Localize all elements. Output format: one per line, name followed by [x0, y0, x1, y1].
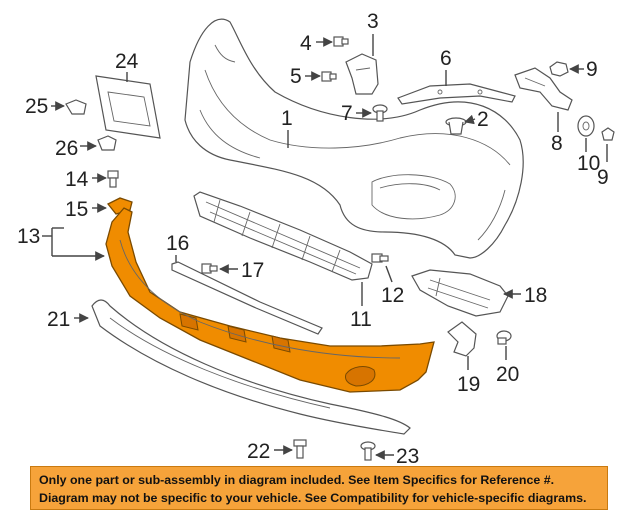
disclaimer-line-2: Diagram may not be specific to your vehi… — [39, 491, 587, 505]
leader-2 — [464, 114, 476, 125]
callout-13: 13 — [17, 225, 40, 248]
clip-part-25 — [65, 99, 87, 115]
callout-22: 22 — [247, 440, 270, 463]
callout-16: 16 — [166, 232, 189, 255]
callout-14: 14 — [65, 168, 89, 191]
side-bracket-part-6 — [397, 83, 516, 105]
callout-24: 24 — [115, 50, 139, 73]
leader-12 — [385, 265, 393, 283]
callout-25: 25 — [25, 95, 48, 118]
molding-strip-part-16 — [171, 261, 323, 335]
grille-part-11 — [193, 191, 373, 281]
callout-18: 18 — [524, 284, 547, 307]
callout-2: 2 — [477, 108, 489, 131]
callout-9-bottom: 9 — [597, 166, 609, 189]
callout-7: 7 — [341, 102, 353, 125]
fog-trim-part-18 — [411, 269, 509, 317]
callout-26: 26 — [55, 137, 78, 160]
callout-3: 3 — [367, 10, 379, 33]
bolt-part-14 — [107, 170, 119, 188]
callout-4: 4 — [300, 32, 312, 55]
callout-23: 23 — [396, 445, 419, 468]
screw-part-20 — [496, 330, 512, 345]
lower-bumper-part-13 — [105, 207, 435, 393]
callout-6: 6 — [440, 47, 452, 70]
bolt-part-5 — [321, 71, 337, 82]
callout-10: 10 — [577, 152, 600, 175]
screw-part-7 — [372, 104, 388, 122]
license-bracket-part-24 — [95, 75, 161, 139]
grommet-part-10 — [577, 115, 595, 137]
callout-11: 11 — [350, 308, 372, 331]
bolt-part-17 — [201, 263, 218, 274]
callout-21: 21 — [47, 308, 70, 331]
bumper-cover-part-1 — [184, 18, 524, 259]
callout-8: 8 — [551, 132, 563, 155]
clip-part-26 — [97, 135, 117, 151]
side-support-part-8 — [514, 67, 573, 111]
screw-part-23 — [360, 441, 376, 461]
callout-15: 15 — [65, 198, 88, 221]
bolt-part-12 — [371, 253, 389, 263]
disclaimer-banner: Only one part or sub-assembly in diagram… — [30, 466, 608, 510]
disclaimer-line-1: Only one part or sub-assembly in diagram… — [39, 473, 555, 487]
callout-9-top: 9 — [586, 58, 598, 81]
lower-spoiler-part-21 — [91, 299, 411, 435]
fastener-part-9-bottom — [601, 127, 615, 141]
callout-20: 20 — [496, 363, 519, 386]
bolt-part-22 — [293, 439, 307, 459]
bracket-part-19 — [447, 321, 477, 357]
fastener-part-9-top — [549, 61, 569, 77]
bolt-part-4 — [333, 36, 349, 47]
bracket-part-3 — [345, 53, 379, 95]
callout-1: 1 — [281, 107, 293, 130]
callout-12: 12 — [381, 284, 404, 307]
push-clip-part-2 — [445, 117, 467, 135]
callout-19: 19 — [457, 373, 480, 396]
callout-5: 5 — [290, 65, 302, 88]
callout-17: 17 — [241, 259, 264, 282]
